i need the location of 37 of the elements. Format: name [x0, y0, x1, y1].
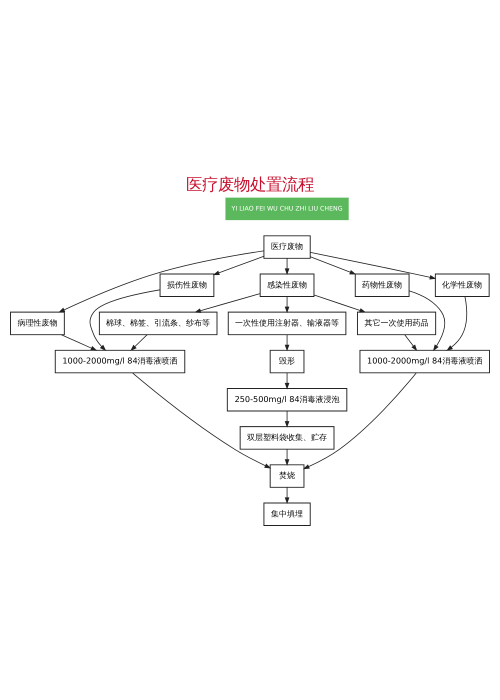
- node-box: 医疗废物: [263, 235, 311, 259]
- node-box: 病理性废物: [10, 312, 65, 336]
- node-box: 1000-2000mg/l 84消毒液喷洒: [359, 350, 490, 374]
- node-box: 药物性废物: [354, 274, 410, 297]
- arrow: [314, 294, 366, 313]
- arrow: [302, 372, 417, 470]
- node-box: 其它一次使用药品: [356, 312, 436, 336]
- arrow: [284, 486, 290, 504]
- diagram-title: 医疗废物处置流程: [186, 175, 314, 194]
- arrow: [404, 334, 418, 352]
- arrow: [310, 256, 356, 275]
- arrow: [284, 410, 290, 428]
- arrow: [284, 296, 290, 314]
- arrow: [212, 256, 264, 276]
- arrow: [132, 372, 272, 468]
- arrow: [284, 258, 290, 276]
- node-box: 感染性废物: [260, 274, 314, 297]
- node-box: 损伤性废物: [160, 274, 214, 297]
- node-box: 棉球、棉签、引流条、纱布等: [98, 312, 218, 336]
- node-box: 双层塑料袋收集、贮存: [240, 426, 334, 450]
- node-box: 焚烧: [270, 464, 304, 488]
- node-box: 250-500mg/l 84消毒液浸泡: [226, 388, 348, 412]
- arrow: [284, 372, 290, 390]
- arrow: [284, 334, 290, 352]
- arrow: [194, 293, 260, 313]
- arrow: [60, 334, 98, 351]
- arrow: [130, 334, 148, 352]
- node-box: 1000-2000mg/l 84消毒液喷洒: [54, 350, 186, 374]
- node-box: 一次性使用注射器、输液器等: [228, 312, 346, 336]
- arrow: [90, 289, 160, 352]
- node-box: 集中填埋: [263, 502, 311, 526]
- node-box: 化学性废物: [434, 274, 490, 297]
- node-box: 毁形: [270, 350, 304, 374]
- arrow: [310, 252, 436, 280]
- arrow: [284, 448, 290, 466]
- arrow: [408, 290, 446, 352]
- arrow: [446, 296, 468, 351]
